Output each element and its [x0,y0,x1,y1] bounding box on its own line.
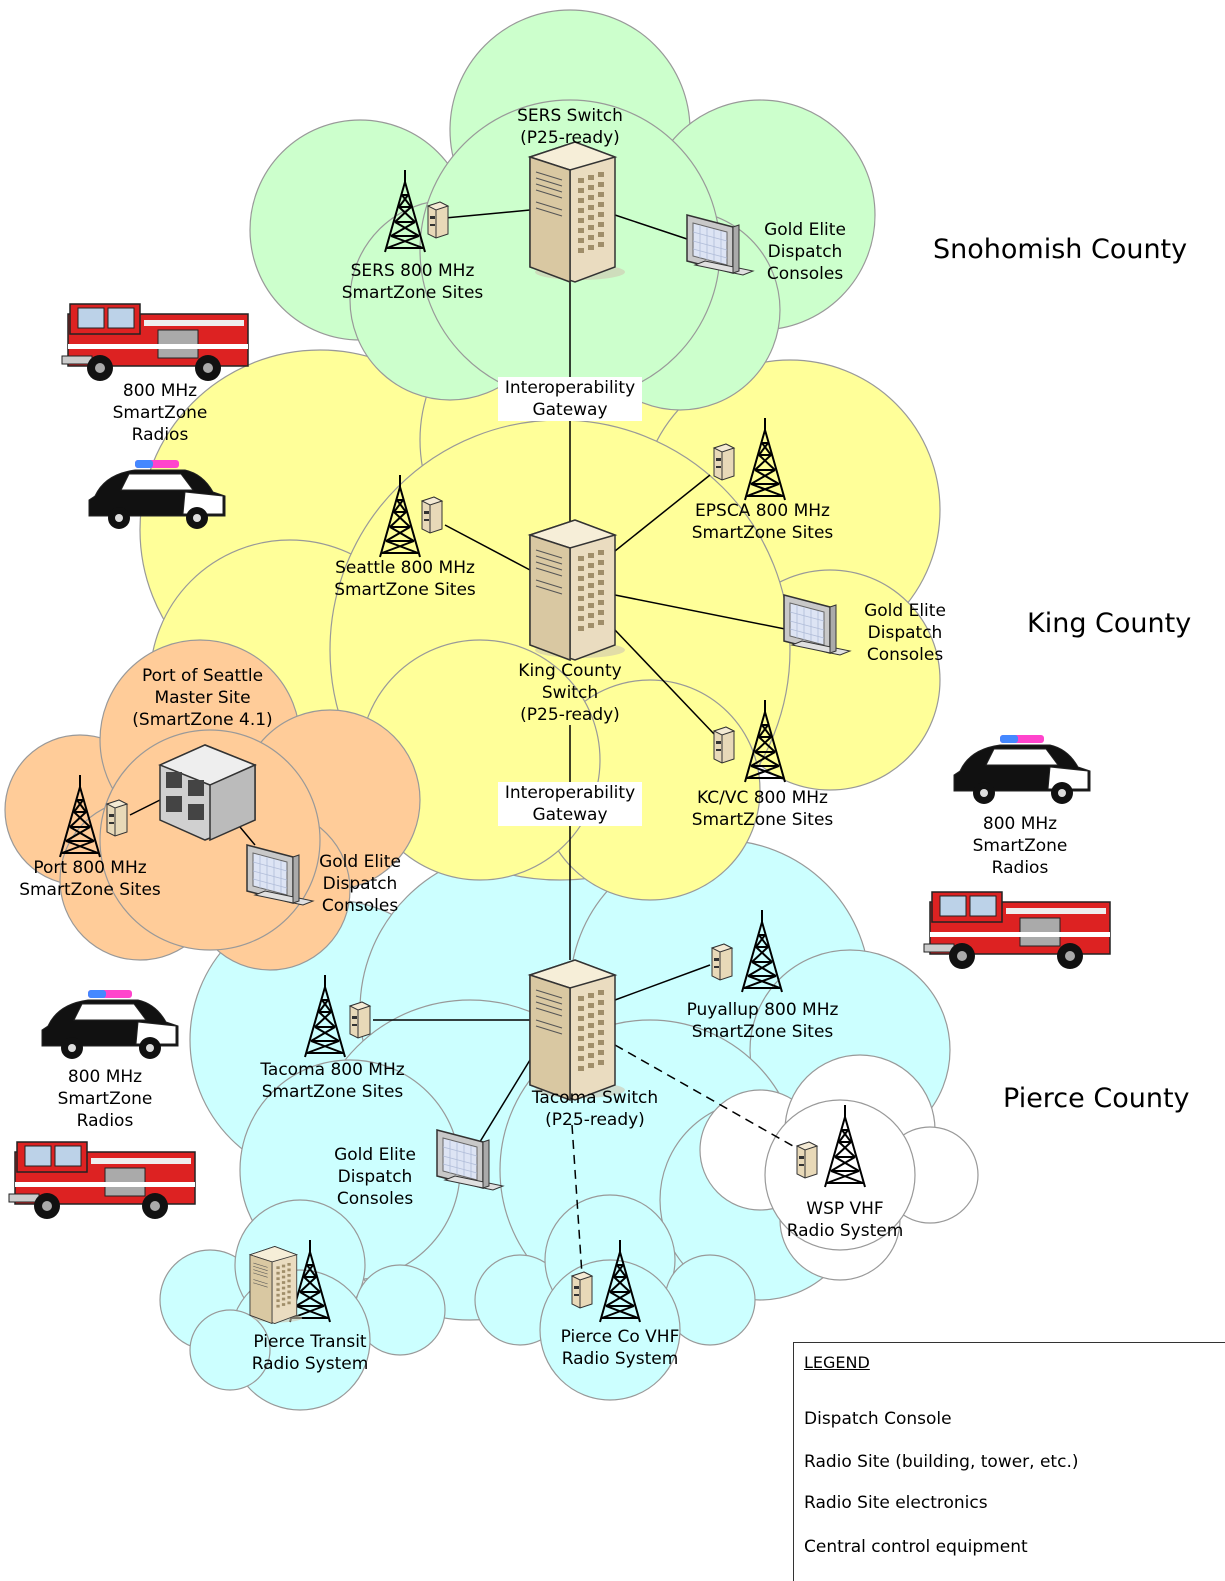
kcvc-electronics-icon [713,726,735,764]
link-kcvc-sites [614,629,716,736]
fire-truck-left-upper [61,303,249,382]
puyallup-electronics-icon [711,943,733,981]
sers-switch-label: SERS Switch(P25-ready) [517,106,623,148]
link-king-consoles [614,594,791,631]
county-title-snohomish: Snohomish County [933,234,1188,265]
fire-truck-left-lower [8,1141,196,1220]
tacoma-switch-label: Tacoma Switch(P25-ready) [531,1088,659,1130]
tacoma-electronics-icon [349,1001,371,1039]
legend-title: LEGEND [804,1353,870,1372]
legend-radio-site: Radio Site (building, tower, etc.) [804,1452,1079,1472]
port-master-site-icon [158,744,257,842]
link-pierce-co [571,1124,583,1276]
link-puyallup-sites [614,964,711,1001]
legend: LEGEND Dispatch Console Radio Site (buil… [793,1342,1225,1581]
link-pierce-consoles [477,1059,531,1146]
epsca-electronics-icon [713,443,735,481]
link-seattle-sites [444,524,531,571]
link-wsp [614,1044,801,1151]
police-car-right [953,734,1091,805]
legend-central-control: Central control equipment [804,1537,1028,1557]
county-title-pierce: Pierce County [1003,1083,1190,1114]
police-car-left-lower [41,989,179,1060]
king-switch-icon [529,519,626,661]
link-port-sites [129,799,161,816]
seattle-electronics-icon [421,496,443,534]
wsp-electronics-icon [796,1141,818,1179]
sers-electronics-icon [427,201,449,239]
fire-truck-right [923,891,1111,970]
county-title-king: King County [1027,608,1192,639]
port-electronics-icon [106,799,128,837]
pierce-co-electronics-icon [571,1271,593,1309]
sers-switch-icon [529,141,626,283]
link-sers-consoles [614,214,691,241]
legend-dispatch-console: Dispatch Console [804,1409,952,1429]
legend-site-electronics: Radio Site electronics [804,1493,988,1513]
tacoma-switch-icon [529,959,626,1101]
link-epsca-sites [609,474,711,556]
link-sers-sites [444,209,531,219]
transit-control-icon [249,1246,303,1324]
